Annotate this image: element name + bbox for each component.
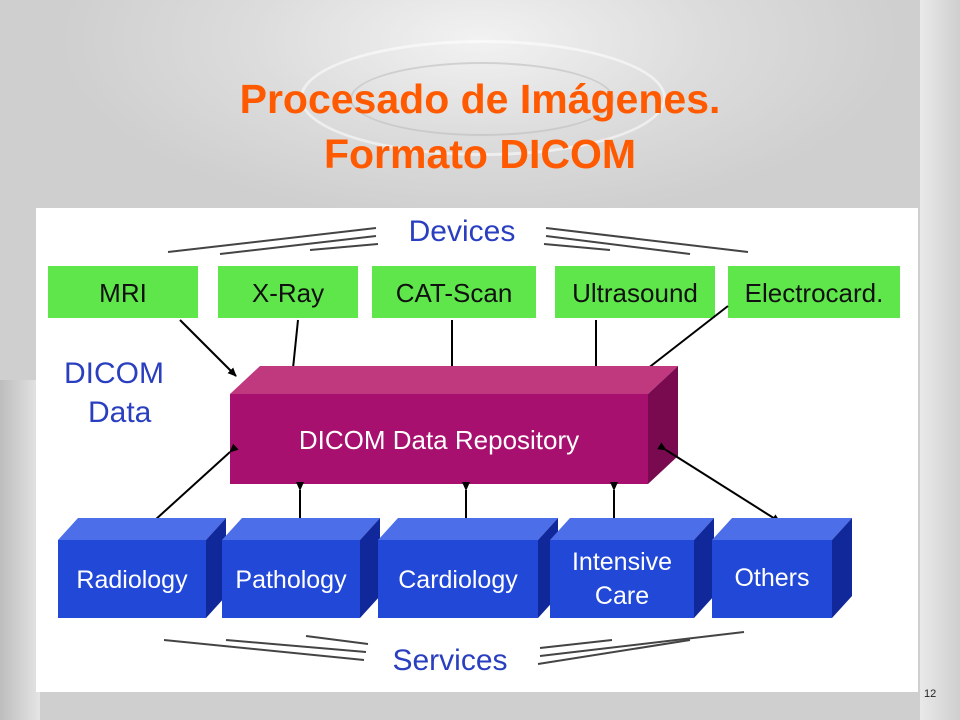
device-label-catscan: CAT-Scan: [396, 278, 513, 308]
device-label-ultrasound: Ultrasound: [572, 278, 698, 308]
device-label-mri: MRI: [99, 278, 147, 308]
device-box-catscan: [372, 266, 536, 318]
service-boxes: [58, 518, 852, 618]
page-number: 12: [924, 688, 937, 700]
device-label-xray: X-Ray: [252, 278, 324, 308]
repository-box: [230, 366, 678, 484]
service-label-intensive: Intensive: [572, 548, 672, 576]
background-lamp-ring: [300, 40, 666, 156]
device-box-ultrasound: [555, 266, 715, 318]
service-label-care: Care: [595, 582, 649, 610]
service-label-radiology: Radiology: [76, 566, 188, 594]
background-left-wall: [0, 380, 40, 720]
devices-label: Devices: [409, 215, 516, 248]
services-brace-lines: [163, 631, 745, 665]
service-label-cardiology: Cardiology: [398, 566, 518, 594]
service-label-others: Others: [734, 564, 809, 592]
repository-top-face: [230, 366, 678, 394]
dicom-data-label-line2: Data: [88, 396, 152, 429]
device-boxes: [48, 266, 900, 318]
service-label-pathology: Pathology: [235, 566, 347, 594]
device-label-electrocard: Electrocard.: [745, 278, 884, 308]
title-line-1: Procesado de Imágenes.: [239, 76, 721, 122]
device-box-xray: [218, 266, 358, 318]
dicom-data-label-line1: DICOM: [64, 357, 164, 390]
device-box-electrocard: [728, 266, 900, 318]
service-box-pathology: [222, 518, 380, 618]
background-lamp-inner-ring: [350, 62, 614, 136]
repository-front-face: [230, 394, 648, 484]
service-box-others: [712, 518, 852, 618]
service-box-intensive-care: [550, 518, 714, 618]
services-label: Services: [392, 644, 507, 677]
devices-brace-lines: [167, 227, 749, 255]
title-line-2: Formato DICOM: [323, 131, 637, 177]
repository-label: DICOM Data Repository: [299, 425, 579, 455]
slide-title: Procesado de Imágenes. Formato DICOM: [0, 72, 960, 182]
service-box-cardiology: [378, 518, 558, 618]
device-box-mri: [48, 266, 198, 318]
service-box-radiology: [58, 518, 226, 618]
background-right-wall: [920, 0, 960, 720]
